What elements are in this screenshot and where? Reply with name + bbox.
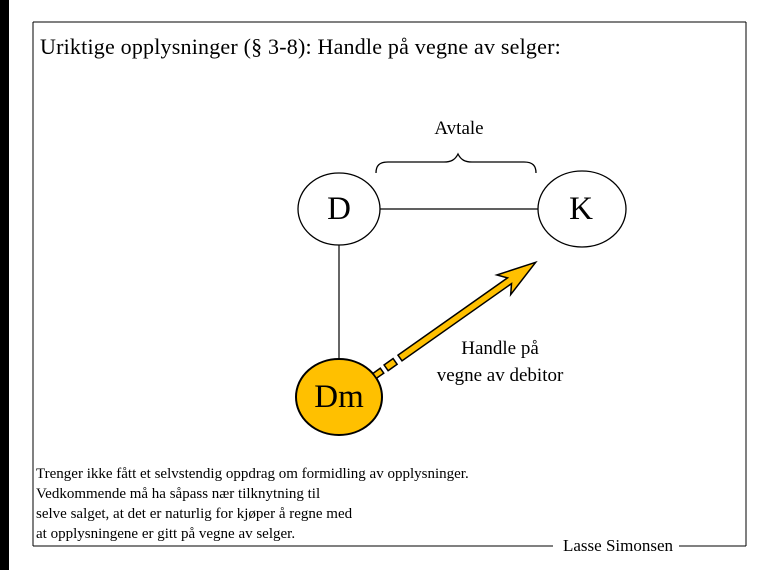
- note-line: Vedkommende må ha såpass nær tilknytning…: [36, 486, 321, 502]
- arrow-label-line-2: vegne av debitor: [436, 365, 564, 386]
- node-k-circle: [537, 170, 627, 248]
- note-paragraph: Trenger ikke fått et selvstendig oppdrag…: [36, 464, 556, 544]
- node-dm-circle: [295, 358, 383, 436]
- avtale-label: Avtale: [434, 118, 484, 139]
- node-k-label: K: [569, 191, 593, 227]
- handle-arrow: [371, 260, 538, 380]
- arrow-shaft-and-head: [396, 260, 538, 362]
- footer-author: Lasse Simonsen: [562, 536, 674, 555]
- avtale-brace: [375, 152, 537, 174]
- arrow-label: Handle på vegne av debitor: [418, 335, 582, 389]
- node-dm-label: Dm: [314, 379, 364, 415]
- note-line: Trenger ikke fått et selvstendig oppdrag…: [36, 466, 469, 482]
- node-d-circle: [297, 172, 381, 246]
- arrow-tail-dash-1: [371, 367, 385, 380]
- arrow-label-line-1: Handle på: [461, 338, 539, 359]
- node-d-label: D: [327, 191, 351, 227]
- slide-title: Uriktige opplysninger (§ 3-8): Handle på…: [40, 34, 561, 59]
- note-line: at opplysningene er gitt på vegne av sel…: [36, 526, 296, 542]
- left-edge-bar: [0, 0, 9, 570]
- slide-frame: [32, 21, 747, 547]
- arrow-tail-dash-2: [383, 357, 399, 372]
- note-line: selve salget, at det er naturlig for kjø…: [36, 506, 353, 522]
